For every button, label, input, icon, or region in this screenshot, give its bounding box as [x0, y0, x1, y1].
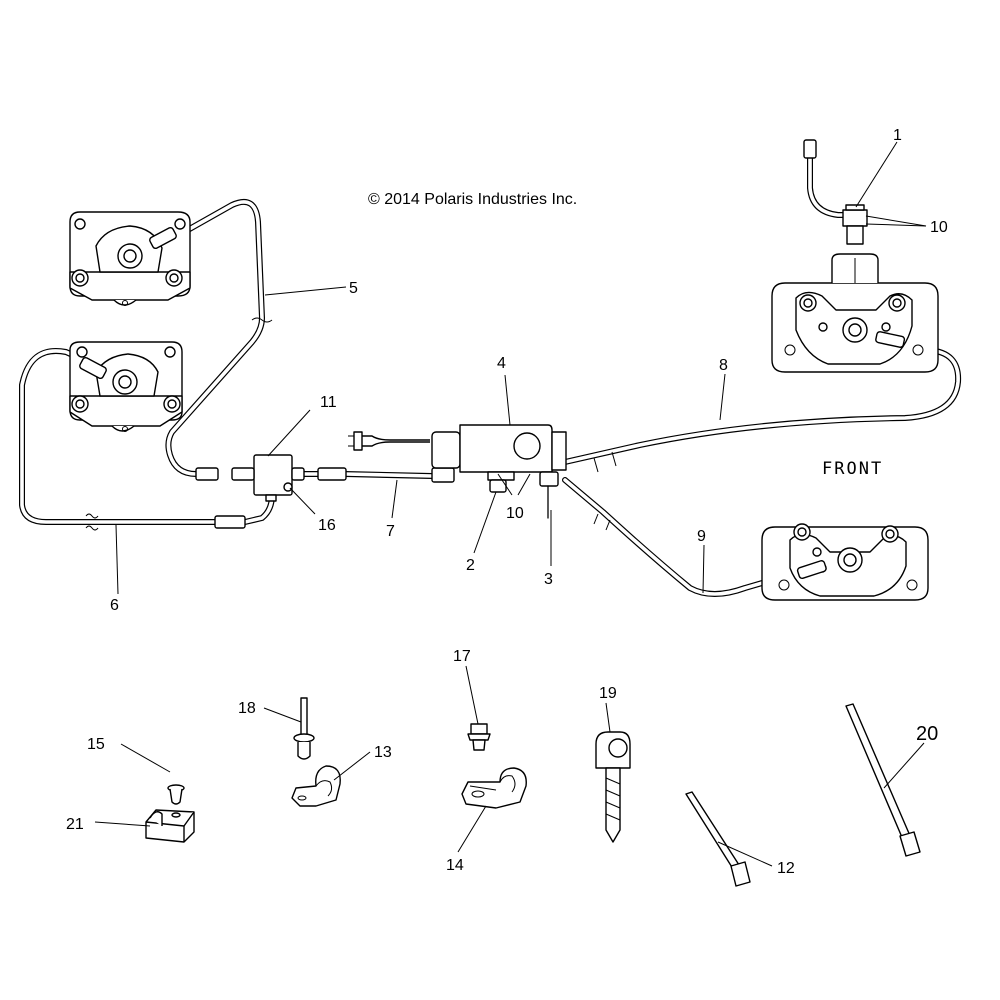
callout-numbers: 1 10 5 4 8 11 10 16 7 9 2 3 6 17 19 18 2…: [66, 127, 948, 877]
callout-1: 1: [893, 127, 902, 144]
distribution-block-11[interactable]: [195, 454, 347, 529]
callout-13: 13: [374, 744, 392, 761]
clamp-14[interactable]: [461, 767, 527, 809]
rear-caliper-lower[interactable]: [69, 341, 183, 432]
callout-12: 12: [777, 860, 795, 877]
callout-21: 21: [66, 816, 84, 833]
brake-line-5[interactable]: [165, 198, 265, 477]
front-caliper-lower[interactable]: [761, 523, 929, 601]
callout-19: 19: [599, 685, 617, 702]
callout-4: 4: [497, 355, 506, 372]
callout-18: 18: [238, 700, 256, 717]
callout-11: 11: [320, 394, 337, 411]
clamp-13[interactable]: [291, 765, 341, 807]
leader-lines: [94, 141, 927, 867]
rivet-18[interactable]: [293, 697, 315, 760]
copyright-text: © 2014 Polaris Industries Inc.: [368, 191, 577, 208]
cable-tie-20[interactable]: [845, 703, 921, 857]
callout-20: 20: [916, 723, 938, 745]
line-break-marks: [85, 317, 617, 531]
callout-3: 3: [544, 571, 553, 588]
callout-7: 7: [386, 523, 395, 540]
brake-line-8[interactable]: [562, 345, 962, 465]
callout-5: 5: [349, 280, 358, 297]
callout-6: 6: [110, 597, 119, 614]
cable-tie-12[interactable]: [685, 791, 751, 887]
callout-10-upper: 10: [930, 219, 948, 236]
callout-15: 15: [87, 736, 105, 753]
callout-8: 8: [719, 357, 728, 374]
brake-line-9[interactable]: [562, 477, 803, 597]
front-caliper-upper[interactable]: [771, 253, 939, 373]
clip-21[interactable]: [145, 809, 195, 843]
callout-2: 2: [466, 557, 475, 574]
rear-caliper-upper[interactable]: [69, 211, 191, 306]
callout-10-lower: 10: [506, 505, 524, 522]
callout-17: 17: [453, 648, 471, 665]
rivet-15[interactable]: [167, 784, 185, 805]
callout-9: 9: [697, 528, 706, 545]
front-label: FRONT: [822, 459, 883, 479]
screw-17[interactable]: [467, 723, 491, 751]
banjo-fitting-1[interactable]: [803, 139, 868, 283]
master-cylinder-4[interactable]: [348, 424, 567, 519]
brake-line-1[interactable]: [807, 142, 858, 218]
brake-line-6[interactable]: [19, 348, 275, 525]
mount-19[interactable]: [595, 731, 631, 843]
callout-14: 14: [446, 857, 464, 874]
callout-16: 16: [318, 517, 336, 534]
brake-line-7[interactable]: [289, 471, 435, 479]
